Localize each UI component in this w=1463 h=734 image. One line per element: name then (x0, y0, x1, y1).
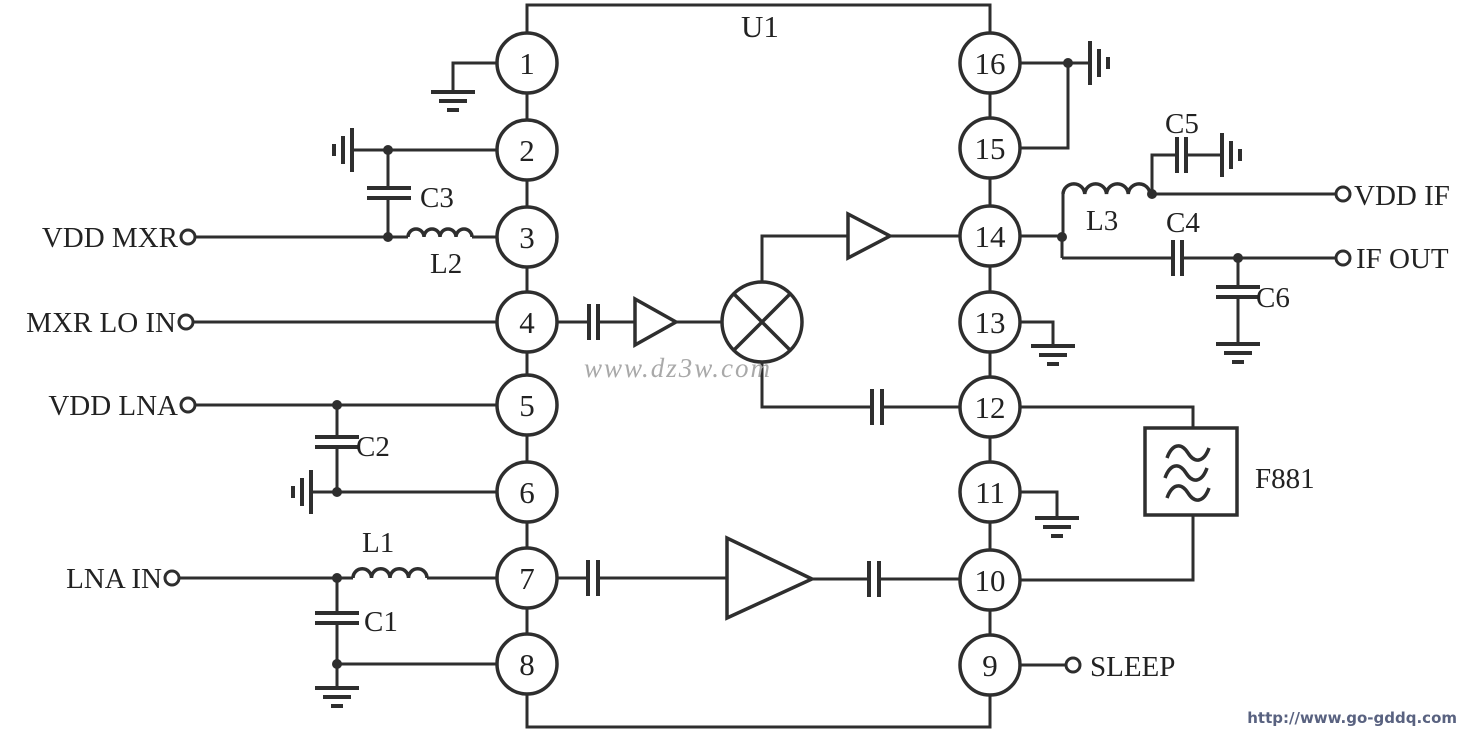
ref-label-l2: L2 (430, 248, 462, 280)
terminal-circle-icon (179, 396, 197, 414)
terminal-label-vdd-if: VDD IF (1354, 180, 1450, 212)
capacitor-c1 (315, 578, 359, 664)
capacitor-c6 (1216, 258, 1260, 344)
ground-icon (1220, 131, 1242, 179)
terminal-circle-icon (163, 569, 181, 587)
terminal-label-vdd-lna: VDD LNA (48, 390, 178, 422)
pin-number: 8 (519, 647, 535, 682)
pin-15: 15 (958, 116, 1022, 180)
pin-8: 8 (495, 632, 559, 696)
coupling-capacitor (586, 560, 600, 596)
pin-number: 5 (519, 388, 535, 423)
terminal-label-mxr-lo-in: MXR LO IN (26, 307, 176, 339)
terminal-circle-icon (179, 228, 197, 246)
ic-label: U1 (741, 9, 779, 44)
pin-11: 11 (958, 460, 1022, 524)
pin-number: 2 (519, 133, 535, 168)
coupling-capacitor (587, 304, 600, 340)
pin-number: 15 (975, 131, 1006, 166)
ground-icon (1029, 344, 1077, 366)
filter-loop-wire (1020, 405, 1195, 582)
ref-label-c2: C2 (356, 431, 390, 463)
mixer-icon (720, 280, 804, 364)
pin-12: 12 (958, 375, 1022, 439)
pin-number: 3 (519, 220, 535, 255)
terminal-circle-icon (177, 313, 195, 331)
ref-label-l1: L1 (362, 527, 394, 559)
pin8-wire (335, 662, 497, 688)
ground-icon (332, 126, 354, 174)
ref-label-c5: C5 (1165, 108, 1199, 140)
pin16-pin15-wire (1020, 61, 1090, 150)
pin-10: 10 (958, 548, 1022, 612)
ref-label-l3: L3 (1086, 205, 1118, 237)
watermark-url: http://www.go-gddq.com (1247, 709, 1457, 727)
pin-13: 13 (958, 290, 1022, 354)
ref-label-c3: C3 (420, 182, 454, 214)
ground-icon (1214, 342, 1262, 364)
ground-icon (313, 686, 361, 708)
pin-9: 9 (958, 633, 1022, 697)
inductor-l3 (1061, 182, 1152, 195)
bandpass-filter-icon (1143, 426, 1239, 517)
mixer-out-bottom-wire (760, 362, 960, 409)
pin-number: 1 (519, 46, 535, 81)
pin14-node-wire (1020, 194, 1065, 258)
ic-top-rail (525, 3, 992, 33)
capacitor-c2 (315, 405, 359, 492)
inductor-l2 (406, 227, 474, 238)
terminal-circle-icon (1334, 185, 1352, 203)
ref-label-f881: F881 (1255, 463, 1315, 495)
pin1-ground-wire (451, 61, 497, 92)
ic-bottom-rail (525, 694, 992, 729)
pin-3: 3 (495, 205, 559, 269)
pin-number: 10 (975, 563, 1006, 598)
capacitor-c5 (1150, 137, 1222, 194)
terminal-circle-icon (1334, 249, 1352, 267)
pin-4: 4 (495, 290, 559, 354)
pin-number: 14 (975, 219, 1007, 254)
junction-dots (332, 58, 1243, 669)
ref-label-c4: C4 (1166, 207, 1200, 239)
terminal-label-lna-in: LNA IN (66, 563, 162, 595)
pin11-ground-wire (1020, 490, 1059, 518)
mixer-out-top-wire (760, 234, 848, 282)
amplifier-icon (633, 296, 680, 348)
terminal-label-if-out: IF OUT (1356, 243, 1449, 275)
pin-number: 11 (975, 475, 1005, 510)
coupling-capacitor (870, 389, 884, 425)
watermark-center: www.dz3w.com (584, 353, 772, 383)
pin-7: 7 (495, 546, 559, 610)
pin-number: 7 (519, 561, 535, 596)
pin-1: 1 (495, 31, 559, 95)
pin-6: 6 (495, 460, 559, 524)
pin-number: 4 (519, 305, 535, 340)
pin-5: 5 (495, 373, 559, 437)
pin-number: 6 (519, 475, 535, 510)
ground-icon (291, 468, 313, 516)
pin-number: 9 (982, 648, 998, 683)
ref-label-c6: C6 (1256, 282, 1290, 314)
pin-number: 12 (975, 390, 1006, 425)
pin-2: 2 (495, 118, 559, 182)
capacitor-c4 (1171, 240, 1184, 276)
pin13-ground-wire (1020, 320, 1055, 346)
pin-number: 13 (975, 305, 1006, 340)
pin-number: 16 (975, 46, 1006, 81)
capacitor-c3 (367, 150, 411, 237)
ref-label-c1: C1 (364, 606, 398, 638)
pin-14: 14 (958, 204, 1022, 268)
ground-icon (1088, 39, 1110, 87)
ground-icon (429, 90, 477, 112)
ground-icon (1033, 516, 1081, 538)
amplifier-icon (846, 211, 894, 261)
amplifier-icon (725, 535, 817, 621)
inductor-l1 (351, 567, 429, 579)
terminal-circle-icon (1064, 656, 1082, 674)
pin-16: 16 (958, 31, 1022, 95)
terminal-label-sleep: SLEEP (1090, 651, 1175, 683)
coupling-capacitor (867, 561, 881, 597)
terminal-label-vdd-mxr: VDD MXR (42, 222, 179, 254)
